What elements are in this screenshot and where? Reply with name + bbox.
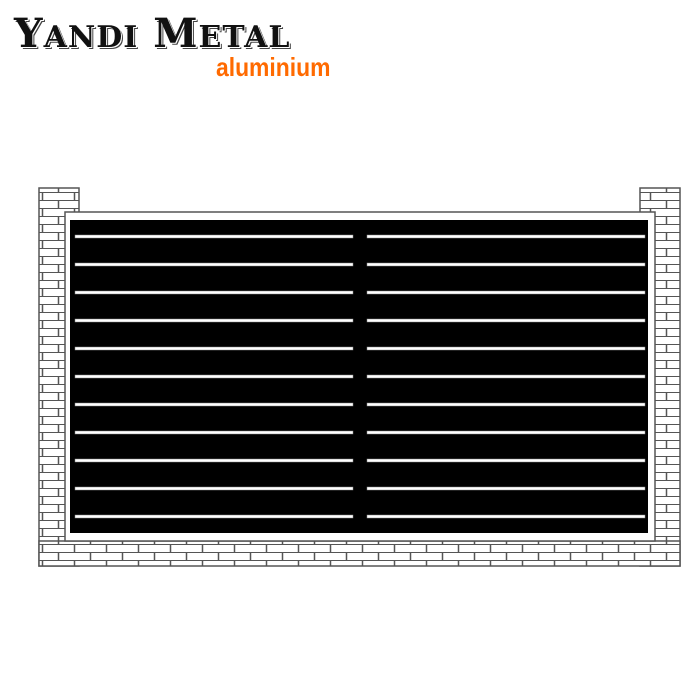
brand-word-2-rest: ETAL xyxy=(198,20,291,55)
slat-gap-leaf1 xyxy=(74,458,354,463)
slat-gap-leaf1 xyxy=(74,262,354,267)
slat-gap-leaf2 xyxy=(366,486,646,491)
slat-gap-leaf1 xyxy=(74,486,354,491)
brand-initial-m: M xyxy=(153,10,199,57)
brand-initial-y: Y xyxy=(14,10,44,57)
slat-gap-leaf2 xyxy=(366,318,646,323)
slat-gap-leaf2 xyxy=(366,514,646,519)
slat-gap-leaf1 xyxy=(74,346,354,351)
brand-name: YANDI METAL xyxy=(14,14,290,54)
slat-gap-leaf2 xyxy=(366,402,646,407)
slat-gap-leaf2 xyxy=(366,346,646,351)
slat-gap-leaf2 xyxy=(366,458,646,463)
slat-gap-leaf1 xyxy=(74,430,354,435)
slat-gap-leaf2 xyxy=(366,262,646,267)
brick-base-wall xyxy=(38,540,681,567)
slat-gap-leaf1 xyxy=(74,374,354,379)
slat-gap-leaf1 xyxy=(74,290,354,295)
slat-gap-leaf2 xyxy=(366,430,646,435)
slat-gap-leaf2 xyxy=(366,374,646,379)
slat-gap-leaf2 xyxy=(366,234,646,239)
slats xyxy=(74,234,646,519)
brand-word-1-rest: ANDI xyxy=(43,20,139,55)
slat-gap-leaf1 xyxy=(74,318,354,323)
brand-subtitle: aluminium xyxy=(216,52,331,82)
slat-gap-leaf1 xyxy=(74,514,354,519)
slat-gap-leaf2 xyxy=(366,290,646,295)
slat-gap-leaf1 xyxy=(74,402,354,407)
slat-gap-leaf1 xyxy=(74,234,354,239)
